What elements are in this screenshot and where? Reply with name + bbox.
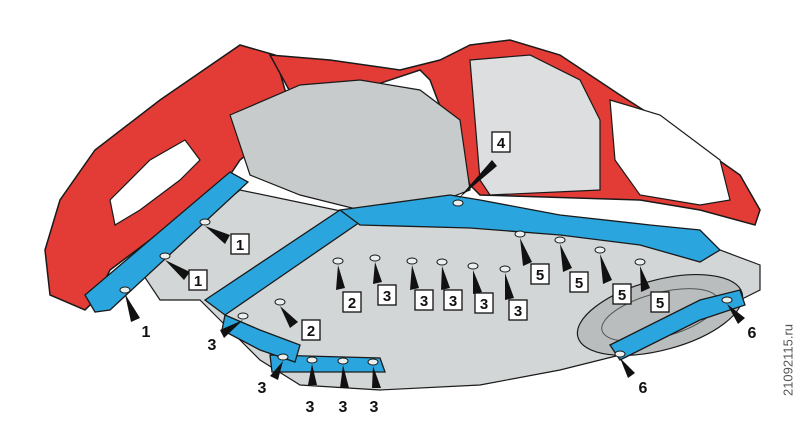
svg-text:3: 3: [370, 399, 379, 416]
callout-arrows: [125, 160, 745, 388]
callout-4-box: 4: [491, 131, 511, 153]
callout-3-plain-a: 3: [208, 337, 217, 354]
svg-text:5: 5: [656, 295, 664, 312]
callout-1-box-b: 1: [188, 269, 208, 291]
source-watermark: 21092115.ru: [778, 290, 798, 430]
callout-3-box-e: 3: [508, 299, 528, 321]
callout-3-plain-c: 3: [306, 399, 315, 416]
right-sill: [338, 194, 722, 263]
side-window-opening: [469, 54, 601, 196]
svg-text:3: 3: [420, 293, 428, 310]
callout-6-plain-b: 6: [748, 325, 757, 342]
callout-5-box-b: 5: [569, 271, 589, 293]
wheel-arch-left: [229, 79, 471, 211]
svg-text:6: 6: [748, 325, 757, 342]
svg-text:3: 3: [383, 288, 391, 305]
callout-5-box-c: 5: [612, 283, 632, 305]
callout-1-box-a: 1: [230, 233, 250, 255]
callout-6-plain-a: 6: [639, 380, 648, 397]
callout-3-box-d: 3: [474, 292, 494, 314]
callout-3-box-c: 3: [443, 289, 463, 311]
svg-text:5: 5: [536, 267, 544, 284]
callout-3-box-a: 3: [377, 284, 397, 306]
callout-3-plain-d: 3: [339, 399, 348, 416]
callout-5-box-a: 5: [530, 263, 550, 285]
svg-text:3: 3: [258, 380, 267, 397]
callout-3-box-b: 3: [414, 289, 434, 311]
rear-window-opening-left: [109, 139, 201, 226]
callout-3-plain-b: 3: [258, 380, 267, 397]
callout-1-plain: 1: [142, 324, 151, 341]
callout-labels: 1 1 1 2 2 3 3 3 3 3 3 3 3 3 3 4 5 5 5 5 …: [142, 131, 757, 416]
svg-text:5: 5: [618, 287, 626, 304]
svg-text:1: 1: [194, 273, 202, 290]
svg-text:3: 3: [514, 303, 522, 320]
svg-text:4: 4: [497, 135, 506, 152]
svg-text:3: 3: [339, 399, 348, 416]
svg-text:2: 2: [307, 323, 315, 340]
svg-text:1: 1: [142, 324, 151, 341]
left-longitudinal-rail: [84, 171, 250, 313]
rear-cross-member: [269, 354, 386, 373]
rear-right-rail: [609, 289, 746, 361]
svg-text:3: 3: [480, 296, 488, 313]
svg-text:6: 6: [639, 380, 648, 397]
svg-text:3: 3: [449, 293, 457, 310]
callout-3-plain-e: 3: [370, 399, 379, 416]
callout-2-box-b: 2: [301, 319, 321, 341]
callout-2-box-a: 2: [342, 291, 362, 313]
svg-text:3: 3: [306, 399, 315, 416]
svg-text:1: 1: [236, 237, 244, 254]
svg-text:5: 5: [575, 275, 583, 292]
watermark-text: 21092115.ru: [780, 323, 796, 397]
svg-text:3: 3: [208, 337, 217, 354]
svg-text:2: 2: [348, 295, 356, 312]
rear-window-opening-right: [609, 99, 731, 206]
callout-5-box-d: 5: [650, 291, 670, 313]
mounting-points: [119, 199, 733, 366]
